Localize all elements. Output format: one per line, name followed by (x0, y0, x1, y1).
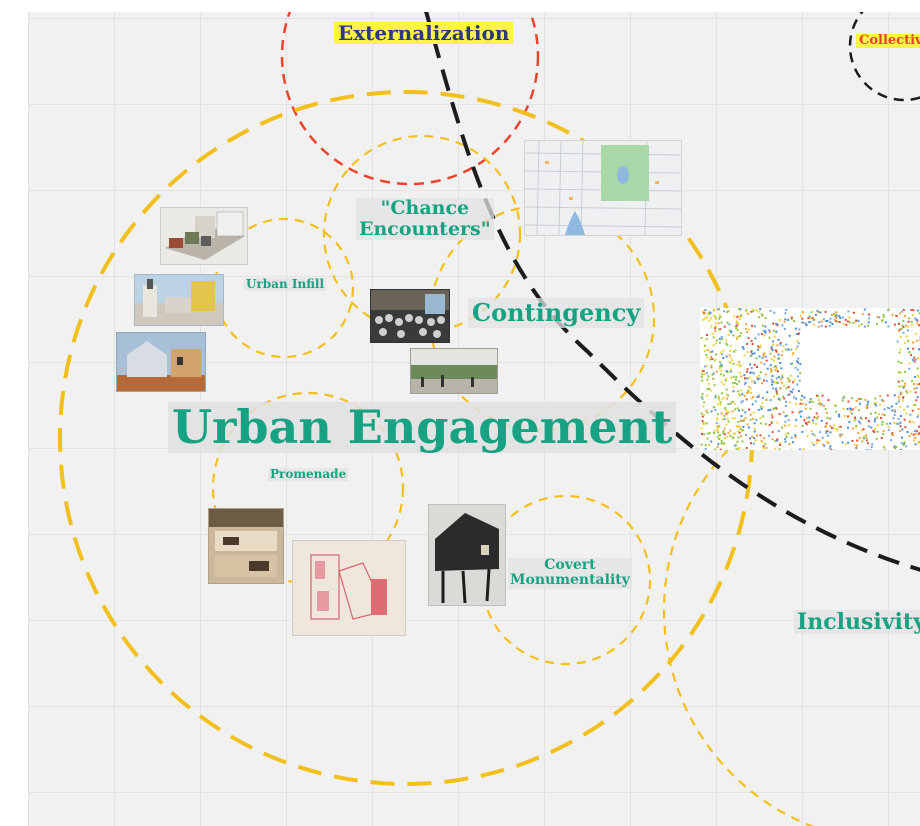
building-model-photo[interactable] (160, 207, 248, 265)
dot-density-map-image[interactable] (700, 308, 920, 450)
street-buildings-photo[interactable] (134, 274, 224, 326)
street-scene-photo[interactable] (410, 348, 498, 394)
promenade-label[interactable]: Promenade (268, 467, 349, 482)
externalization-label[interactable]: Externalization (334, 22, 514, 44)
chance-encounters-label[interactable]: "Chance Encounters" (356, 198, 494, 240)
inclusivity-label[interactable]: Inclusivity (794, 610, 920, 634)
covert-monumentality-label[interactable]: Covert Monumentality (508, 557, 632, 589)
black-connector-curve (424, 12, 920, 572)
externalization-circle (280, 12, 540, 186)
wooden-house-photo[interactable] (116, 332, 206, 392)
interior-section-photo[interactable] (208, 508, 284, 584)
stilt-house-photo[interactable] (428, 504, 506, 606)
urban-engagement-label[interactable]: Urban Engagement (168, 402, 677, 453)
urban-infill-label[interactable]: Urban Infill (244, 277, 327, 292)
red-floor-plan-image[interactable] (292, 540, 406, 636)
collective-circle (848, 12, 920, 102)
collective-label[interactable]: Collective (856, 33, 920, 49)
mind-map-canvas[interactable]: Externalization Collective "Chance Encou… (28, 12, 920, 826)
contingency-label[interactable]: Contingency (468, 298, 645, 329)
contingency-circle (428, 204, 656, 432)
crowd-gathering-photo[interactable] (370, 289, 450, 343)
city-map-image[interactable] (524, 140, 682, 236)
chance-encounters-circle (322, 134, 522, 334)
